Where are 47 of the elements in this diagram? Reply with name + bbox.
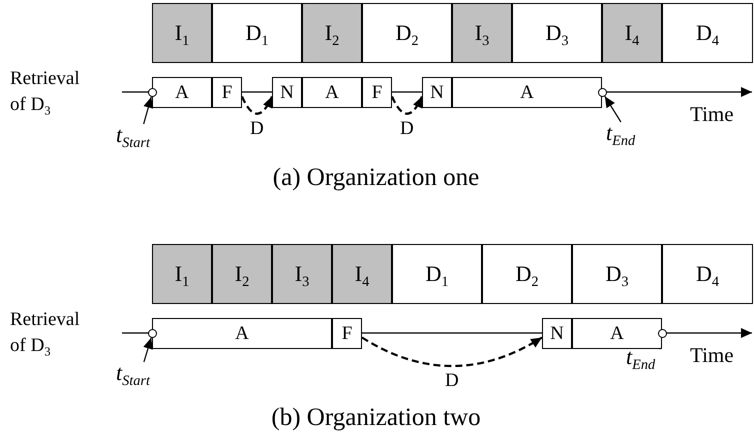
time-marker-circle [148,329,157,338]
retrieval-step-cell: N [542,318,572,349]
caption: (b) Organization two [270,404,482,432]
time-slot-cell: D$_{1}$ [392,244,482,304]
time-slot-cell: I$_{1}$ [152,3,212,63]
leader-line [143,338,153,362]
caption: (a) Organization one [272,164,480,192]
time-marker-circle [148,88,157,97]
time-marker-circle [658,329,667,338]
retrieval-step-cell: A [452,77,602,108]
time-slot-cell: D$_{1}$ [212,3,302,63]
retrieval-step-cell: A [572,318,662,349]
row-label: Retrieval of D$_{3}$ [10,67,81,120]
time-point-label: t$_{Start}$ [116,124,164,150]
time-slot-cell: I$_{4}$ [332,244,392,304]
retrieval-step-cell: F [212,77,242,108]
retrieval-step-cell: N [422,77,452,108]
leader-line [604,96,622,122]
time-slot-cell: D$_{2}$ [482,244,572,304]
time-slot-cell: D$_{3}$ [512,3,602,63]
time-slot-cell: I$_{2}$ [212,244,272,304]
time-slot-cell: I$_{4}$ [602,3,662,63]
retrieval-step-cell: N [272,77,302,108]
dashed-arrow [361,336,543,368]
retrieval-step-cell: A [302,77,362,108]
time-slot-cell: D$_{4}$ [662,3,753,63]
time-point-label: t$_{End}$ [626,346,674,372]
leader-line [143,96,154,124]
time-slot-cell: I$_{2}$ [302,3,362,63]
retrieval-step-cell: A [152,318,332,349]
time-point-label: t$_{Start}$ [116,362,164,388]
time-point-label: t$_{End}$ [606,122,652,148]
axis-label: Time [690,343,734,368]
row-label: Retrieval of D$_{3}$ [10,308,81,360]
time-slot-cell: I$_{3}$ [452,3,512,63]
time-marker-circle [598,88,607,97]
retrieval-step-cell: F [332,318,362,349]
retrieval-step-cell: F [362,77,392,108]
axis-label: Time [690,102,734,127]
time-slot-cell: D$_{3}$ [572,244,662,304]
time-slot-cell: D$_{2}$ [362,3,452,63]
time-slot-cell: I$_{1}$ [152,244,212,304]
time-slot-cell: I$_{3}$ [272,244,332,304]
time-slot-cell: D$_{4}$ [662,244,753,304]
retrieval-step-cell: A [152,77,212,108]
dashed-arrow [391,96,423,115]
dashed-arrow [241,96,273,115]
